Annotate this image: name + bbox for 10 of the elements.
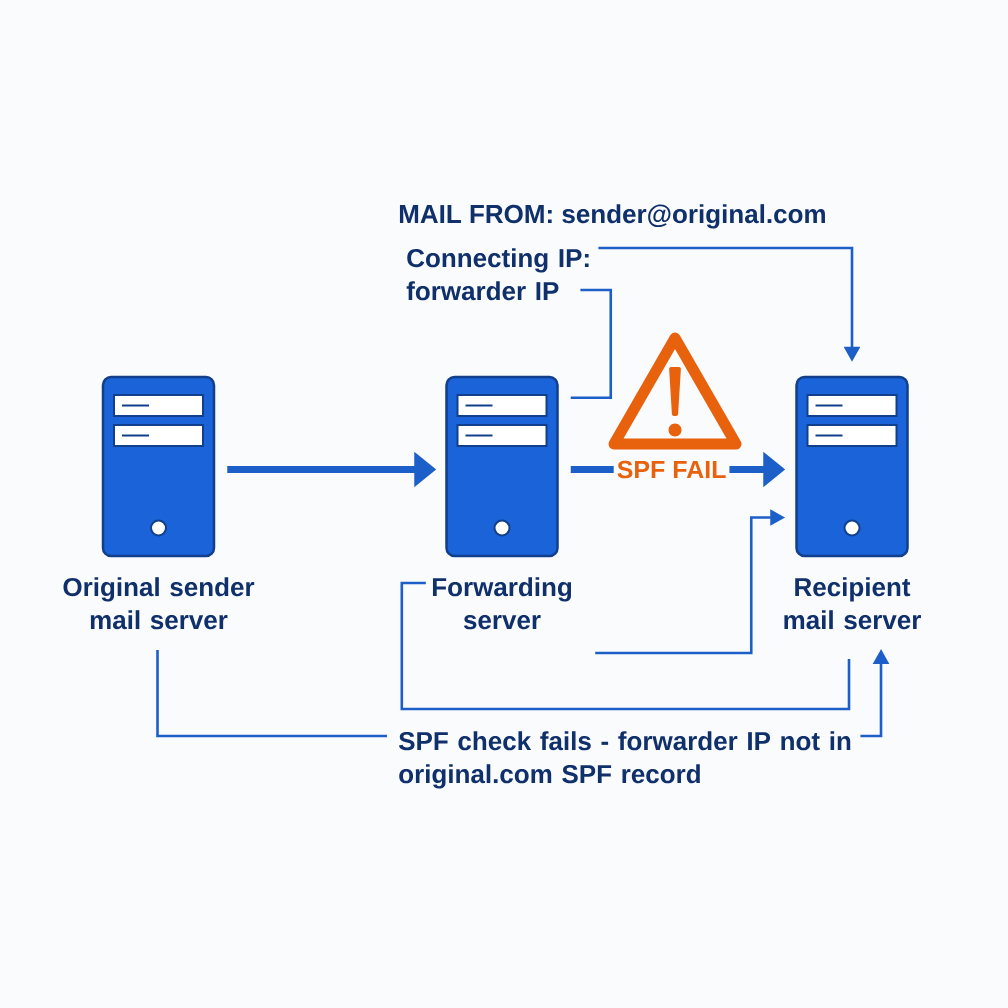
edge-label: SPF FAIL (613, 457, 730, 482)
annotation-text: MAIL FROM: sender@original.com (399, 204, 825, 229)
server-label: Original sender mail server (63, 577, 255, 630)
connector-line (156, 650, 387, 738)
connector-line (570, 288, 613, 400)
annotation-text: Connecting IP: forwarder IP (406, 248, 589, 301)
annotation-text: SPF check fails - forwarder IP not in original.com SPF record (398, 731, 851, 789)
connector-line (400, 581, 851, 711)
server-label: Recipient mail server (784, 577, 921, 630)
server-label: Forwarding server (432, 577, 572, 630)
